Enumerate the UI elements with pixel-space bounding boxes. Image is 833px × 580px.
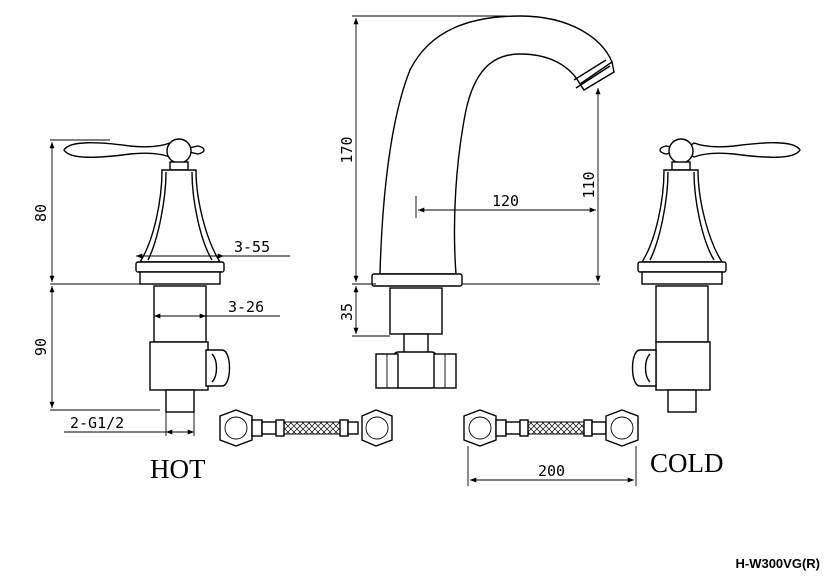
- hot-dimensions: 80 90 3-55 3-26 2-G1/2: [32, 139, 290, 436]
- cold-label: COLD: [650, 448, 724, 478]
- hose-right: [463, 409, 639, 447]
- hot-valve: [63, 138, 231, 413]
- cold-valve-body: [655, 285, 709, 343]
- dim-body-diameter: 3-26: [228, 298, 264, 316]
- hot-label: HOT: [150, 454, 206, 484]
- spout-tee: [393, 351, 437, 389]
- cold-shank: [667, 389, 697, 413]
- spout-flange: [371, 273, 463, 287]
- spout-base: [389, 287, 443, 335]
- hose-dimension: 200: [467, 446, 637, 486]
- hot-handle-knob: [166, 138, 192, 164]
- dim-thread: 2-G1/2: [70, 414, 124, 432]
- dim-hose-length: 200: [538, 462, 565, 480]
- cold-flange: [637, 261, 727, 273]
- cold-valve-bell: [640, 169, 724, 263]
- dim-spout-reach: 120: [492, 192, 519, 210]
- dim-flange-diameter: 3-55: [234, 238, 270, 256]
- dim-spout-outlet-height: 110: [580, 171, 598, 198]
- hot-flange: [135, 261, 225, 273]
- spout-dimensions: 170 110 120 35: [338, 15, 601, 337]
- hot-shank: [165, 389, 195, 413]
- cold-valve: [631, 138, 801, 413]
- dim-handle-height: 80: [32, 204, 50, 222]
- hose-left: [219, 409, 393, 447]
- hot-valve-body: [153, 285, 207, 343]
- spout-neck: [379, 15, 613, 275]
- hot-valve-bell: [138, 169, 222, 263]
- dim-spout-total-height: 170: [338, 136, 356, 163]
- cold-handle-knob: [668, 138, 694, 164]
- cold-lever-handle: [659, 142, 801, 158]
- dim-body-height: 90: [32, 338, 50, 356]
- dim-spout-base: 35: [338, 303, 356, 321]
- model-number: H-W300VG(R): [735, 556, 820, 571]
